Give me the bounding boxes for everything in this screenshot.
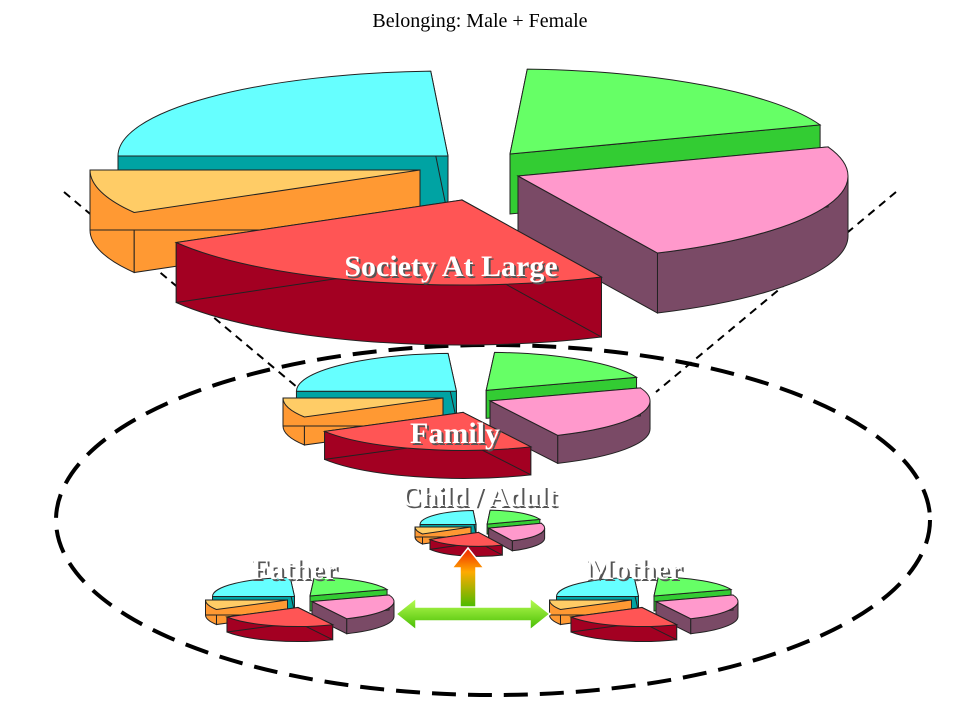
pie-mother-slice-pink	[654, 594, 739, 635]
pie-family	[282, 351, 651, 479]
pie-child-adult	[414, 509, 546, 557]
label-society-at-large: Society At Large Society At Large	[344, 250, 559, 285]
pie-mother-slice-red	[569, 606, 679, 643]
svg-text:Family: Family	[410, 417, 500, 450]
diagram-title: Belonging: Male + Female	[372, 10, 587, 32]
svg-text:Child / Adult: Child / Adult	[403, 484, 559, 515]
pie-father-slice-orange	[204, 599, 288, 626]
projection-line-right	[655, 191, 897, 393]
pie-society-slice-red	[174, 199, 604, 346]
family-boundary-ellipse	[54, 343, 932, 697]
svg-text:Society At Large: Society At Large	[344, 250, 557, 283]
pie-society-slice-pink	[516, 146, 849, 314]
pie-father-slice-red	[225, 606, 335, 643]
double-arrow-horizontal-icon	[394, 596, 552, 632]
label-father: Father Father	[251, 553, 340, 588]
svg-text:Family: Family	[412, 419, 502, 452]
pie-child-slice-red	[428, 531, 504, 557]
projection-line-left	[63, 191, 299, 389]
arrow-up-icon	[450, 546, 486, 609]
svg-text:Father: Father	[253, 555, 340, 588]
pie-society-at-large	[89, 68, 849, 346]
svg-text:Child / Adult: Child / Adult	[401, 482, 557, 513]
pie-family-slice-pink	[488, 387, 651, 465]
svg-text:Mother: Mother	[586, 553, 683, 586]
label-child-adult: Child / Adult Child / Adult	[401, 482, 559, 515]
pie-father-slice-pink	[310, 594, 395, 635]
pie-father	[204, 576, 395, 643]
label-mother: Mother Mother	[586, 553, 685, 588]
svg-text:Father: Father	[251, 553, 338, 586]
svg-text:Mother: Mother	[588, 555, 685, 588]
pie-child-slice-pink	[486, 522, 546, 552]
svg-text:Society At Large: Society At Large	[346, 252, 559, 285]
pie-family-slice-red	[322, 411, 533, 479]
label-family: Family Family	[410, 417, 502, 452]
